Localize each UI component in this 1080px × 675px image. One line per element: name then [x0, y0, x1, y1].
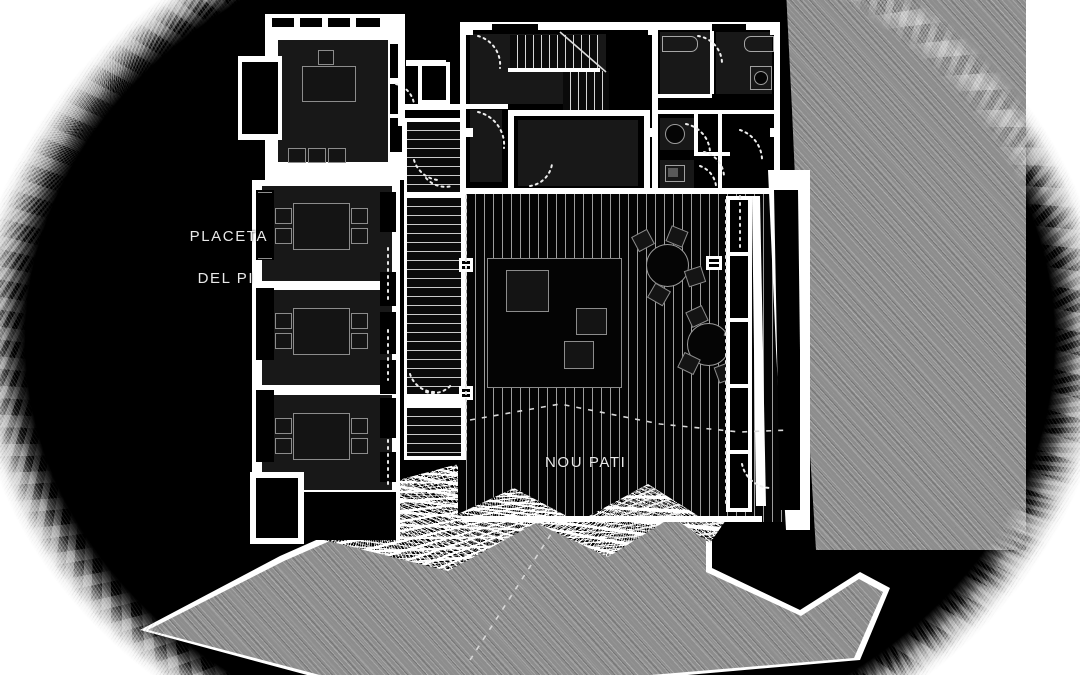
- washing-machine-icon: [750, 66, 772, 90]
- planter-square: [564, 341, 594, 369]
- chair: [351, 418, 368, 434]
- chair: [351, 208, 368, 224]
- chair: [275, 333, 292, 349]
- chair: [351, 313, 368, 329]
- bathtub-icon: [744, 36, 774, 52]
- chair: [275, 208, 292, 224]
- stair-treads-lower: [407, 408, 463, 456]
- chair: [275, 438, 292, 454]
- storage-unit: [328, 148, 346, 163]
- label-line-1: PLACETA: [190, 228, 268, 245]
- chair: [275, 313, 292, 329]
- washer-drum-icon: [754, 71, 768, 85]
- chair: [275, 418, 292, 434]
- staircase-upper-b: [563, 71, 609, 111]
- storage-unit: [288, 148, 306, 163]
- rect-table: [293, 203, 350, 250]
- bed: [302, 66, 356, 102]
- sink-icon: [665, 124, 685, 144]
- label-line-2: DEL PI: [198, 268, 255, 289]
- toilet-icon: [665, 165, 685, 182]
- planter-square: [576, 308, 607, 335]
- chair: [275, 228, 292, 244]
- label-placeta-del-pi: PLACETA DEL PI: [155, 205, 268, 310]
- chair: [351, 438, 368, 454]
- chair: [351, 228, 368, 244]
- chair: [351, 333, 368, 349]
- rect-table: [293, 308, 350, 355]
- rect-table: [293, 413, 350, 460]
- round-table: [646, 244, 689, 287]
- stair-treads-main: [407, 198, 463, 396]
- label-nou-pati: NOU PATI: [545, 452, 626, 473]
- stair-break-line: [559, 31, 607, 73]
- adjacent-building-right: [786, 0, 1026, 550]
- nightstand: [318, 50, 334, 65]
- planter-square: [506, 270, 549, 312]
- storage-unit: [308, 148, 326, 163]
